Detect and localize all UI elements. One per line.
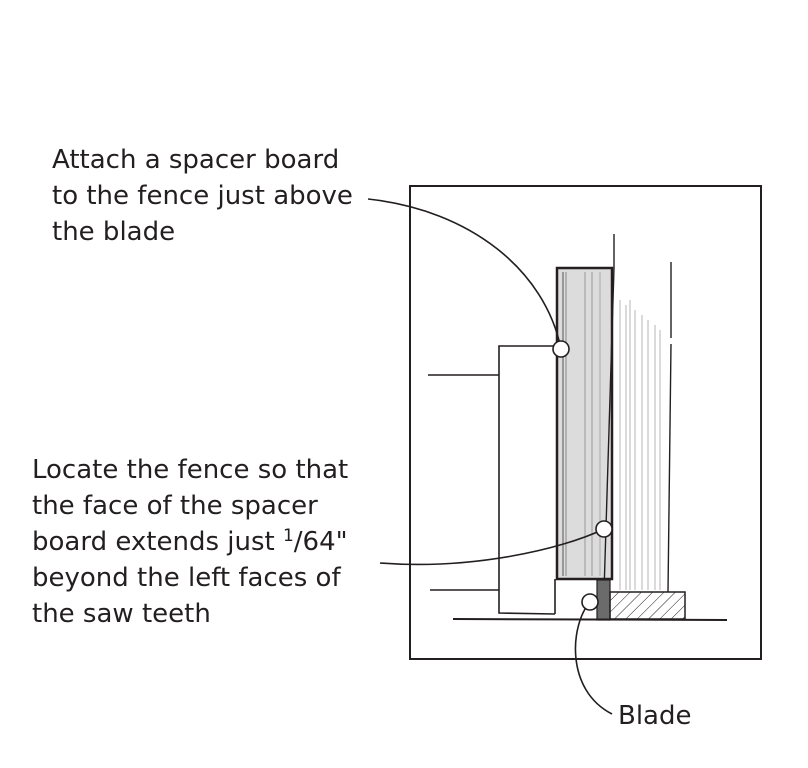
table-surface xyxy=(452,618,728,621)
illustration-frame xyxy=(409,185,762,660)
table-insert-hatched xyxy=(609,591,686,620)
callout-line: the saw teeth xyxy=(32,599,211,629)
callout-line: to the fence just above xyxy=(52,181,353,211)
blade-sketch-lines xyxy=(619,300,661,590)
spacer-callout-text: Attach a spacer board to the fence just … xyxy=(52,145,353,247)
callout-line: beyond the left faces of xyxy=(32,563,341,593)
callout-line: board extends just 1/64" xyxy=(32,526,348,557)
fence xyxy=(428,345,557,615)
fraction-denominator: /64" xyxy=(294,527,348,557)
fence-leader-line xyxy=(379,528,605,566)
blade-leader-line xyxy=(574,601,613,715)
blade-callout-dot xyxy=(581,593,599,611)
callout-line-text: board extends just xyxy=(32,527,283,557)
blade-label: Blade xyxy=(618,701,692,731)
callout-line: the blade xyxy=(52,217,175,247)
fence-callout-text: Locate the fence so that the face of the… xyxy=(32,455,348,629)
spacer-callout-dot xyxy=(552,340,570,358)
callout-line: Locate the fence so that xyxy=(32,455,348,485)
fence-callout-dot xyxy=(595,520,613,538)
fraction-numerator: 1 xyxy=(283,526,294,546)
spacer-leader-line xyxy=(367,198,562,350)
blade-edge-lines xyxy=(603,234,672,593)
callout-line: the face of the spacer xyxy=(32,491,318,521)
blade xyxy=(596,579,611,621)
callout-line: Attach a spacer board xyxy=(52,145,339,175)
